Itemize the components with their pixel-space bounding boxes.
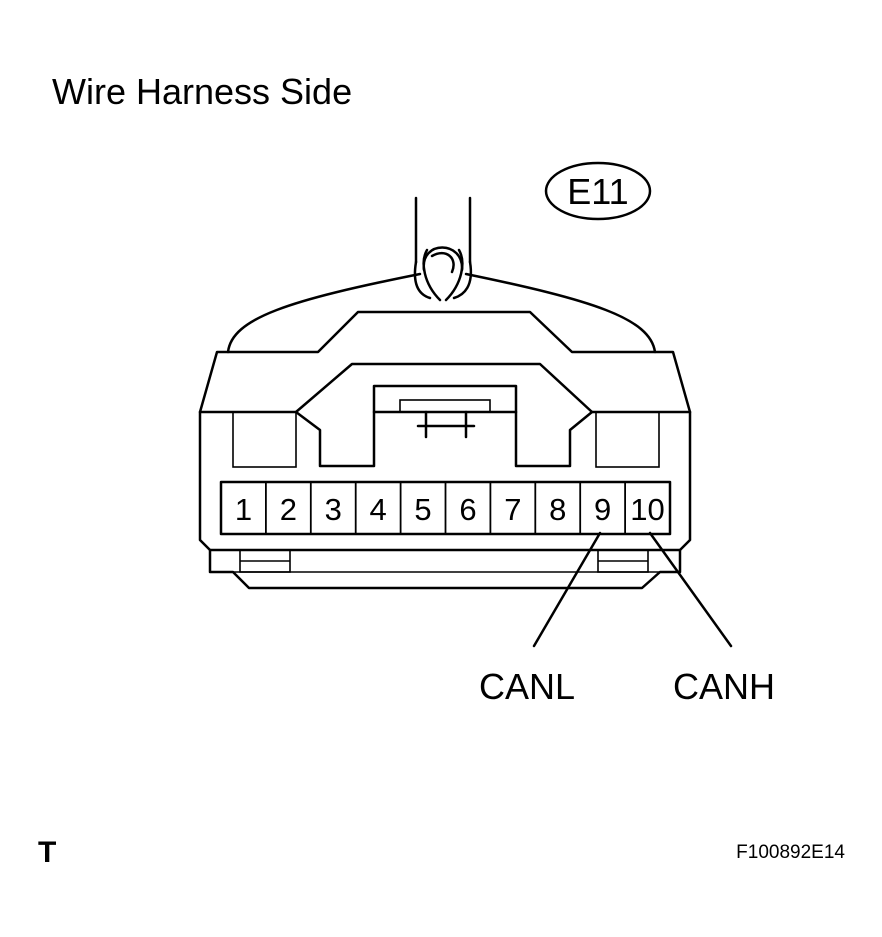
connector-code-badge: E11	[544, 161, 652, 221]
pin-1-label: 1	[235, 492, 252, 527]
pin-8-label: 8	[549, 492, 566, 527]
connector-code-label: E11	[567, 171, 628, 212]
pin-2-label: 2	[280, 492, 297, 527]
corner-mark: T	[38, 836, 56, 869]
callout-leaders	[532, 531, 733, 648]
connector-body	[198, 310, 692, 590]
page-title: Wire Harness Side	[52, 71, 352, 112]
pin-6-label: 6	[459, 492, 476, 527]
pin-5-label: 5	[414, 492, 431, 527]
pin-7-label: 7	[504, 492, 521, 527]
pin-4-label: 4	[370, 492, 387, 527]
pin-10-label: 10	[630, 492, 664, 527]
callout-leader-canh	[648, 531, 733, 648]
callout-label-canl: CANL	[479, 666, 575, 707]
pin-9-label: 9	[594, 492, 611, 527]
pin-3-label: 3	[325, 492, 342, 527]
figure-id: F100892E14	[736, 842, 845, 863]
callout-label-canh: CANH	[673, 666, 775, 707]
wire-harness-bundle	[226, 196, 657, 354]
callout-leader-canl	[532, 531, 602, 648]
